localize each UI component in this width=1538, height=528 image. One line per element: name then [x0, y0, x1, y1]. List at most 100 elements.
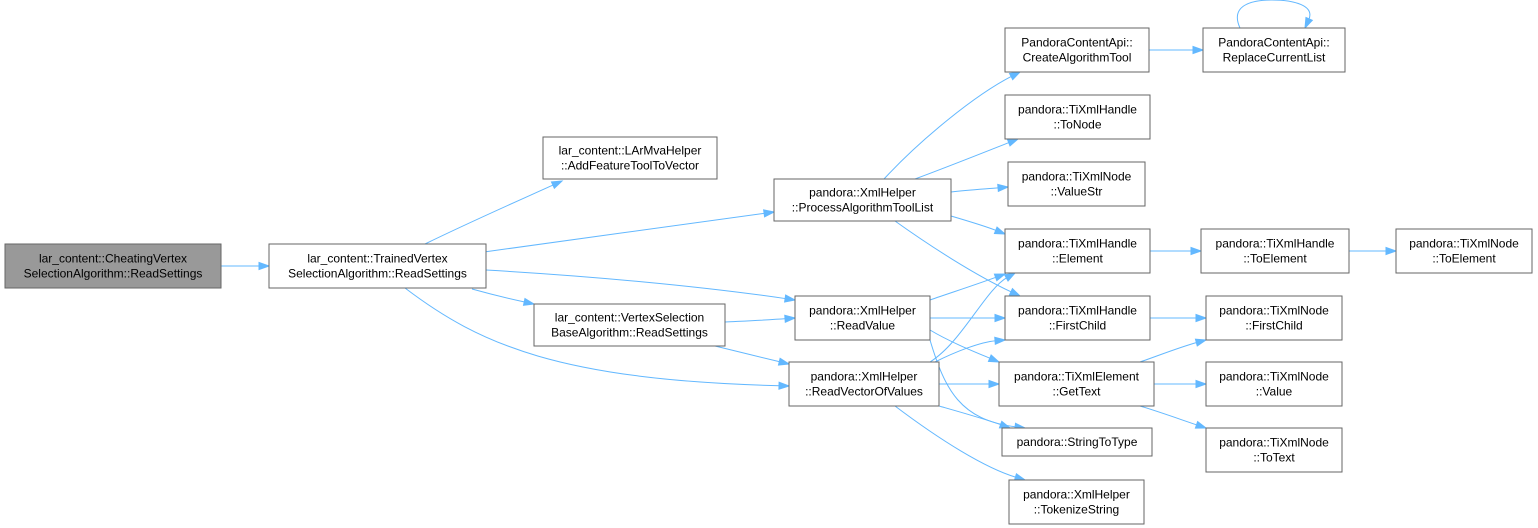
edge-n12-to-n20: [1139, 405, 1208, 429]
edge-n0-to-n1: [221, 261, 271, 271]
node-box: [998, 361, 1155, 407]
edge-line: [1236, 0, 1311, 29]
edge-arrowhead: [550, 180, 564, 190]
edge-arrowhead: [1195, 313, 1208, 323]
edge-line: [950, 187, 1000, 193]
edge-line: [424, 184, 555, 245]
graph-node[interactable]: lar_content::TrainedVertexSelectionAlgor…: [268, 243, 487, 289]
node-label-line: pandora::XmlHelper: [809, 186, 916, 200]
node-box: [1205, 427, 1343, 473]
graph-node[interactable]: pandora::TiXmlNode::FirstChild: [1205, 295, 1343, 341]
graph-node[interactable]: lar_content::VertexSelectionBaseAlgorith…: [533, 303, 726, 347]
node-label-line: SelectionAlgorithm::ReadSettings: [288, 267, 467, 281]
edge-arrowhead: [994, 313, 1007, 323]
edge-n1-to-n4: [471, 288, 536, 306]
edge-line: [950, 215, 997, 232]
node-label-line: lar_content::VertexSelection: [555, 311, 704, 325]
edge-n6-to-n12: [938, 379, 1001, 389]
graph-node[interactable]: pandora::TiXmlNode::ToText: [1205, 427, 1343, 473]
node-label-line: ::ToElement: [1243, 252, 1307, 266]
node-label-line: pandora::TiXmlHandle: [1018, 237, 1137, 251]
graph-node[interactable]: pandora::XmlHelper::ProcessAlgorithmTool…: [773, 178, 952, 222]
edge-line: [483, 212, 766, 253]
graph-node[interactable]: pandora::TiXmlHandle::Element: [1004, 228, 1151, 274]
node-box: [268, 243, 487, 289]
node-box: [788, 361, 940, 407]
node-label-line: pandora::TiXmlNode: [1219, 304, 1329, 318]
node-label-line: pandora::XmlHelper: [1023, 488, 1130, 502]
edge-line: [894, 220, 1013, 293]
graph-node[interactable]: pandora::TiXmlHandle::FirstChild: [1004, 295, 1151, 341]
edge-n1-to-n5: [485, 269, 797, 303]
node-label-line: pandora::TiXmlNode: [1022, 170, 1132, 184]
edge-line: [724, 318, 787, 323]
node-box: [4, 243, 222, 289]
edge-line: [404, 287, 781, 387]
node-label-line: pandora::TiXmlHandle: [1216, 237, 1335, 251]
edge-arrowhead: [997, 183, 1010, 193]
edge-n12-to-n18: [1139, 338, 1208, 363]
edge-n4-to-n6: [714, 345, 791, 366]
edge-arrowhead: [994, 336, 1007, 346]
edge-arrowhead: [1195, 379, 1208, 389]
edge-line: [471, 288, 526, 303]
node-label-line: ::ToText: [1253, 451, 1295, 465]
node-label-line: pandora::XmlHelper: [811, 370, 918, 384]
graph-node[interactable]: pandora::TiXmlNode::ValueStr: [1007, 161, 1146, 207]
edge-arrowhead: [1006, 138, 1020, 147]
node-box: [1004, 94, 1151, 140]
edge-n3-to-n7: [883, 71, 1022, 180]
node-label-line: ::Value: [1256, 385, 1293, 399]
node-box: [1395, 228, 1533, 274]
node-label-line: ::FirstChild: [1245, 319, 1302, 333]
node-box: [1004, 228, 1151, 274]
graph-node[interactable]: pandora::XmlHelper::ReadValue: [794, 295, 931, 341]
edge-n1-to-n3: [483, 209, 776, 253]
node-label-line: pandora::XmlHelper: [809, 304, 916, 318]
node-label-line: pandora::TiXmlHandle: [1018, 304, 1137, 318]
graph-node[interactable]: pandora::StringToType: [1001, 427, 1153, 457]
edge-arrowhead: [1013, 472, 1027, 482]
edge-line: [894, 405, 1017, 478]
graph-node[interactable]: PandoraContentApi::CreateAlgorithmTool: [1004, 27, 1150, 73]
edge-arrowhead: [1008, 287, 1022, 297]
edge-line: [929, 277, 1008, 363]
node-label-line: ::ReadValue: [830, 319, 895, 333]
graph-node[interactable]: pandora::TiXmlNode::Value: [1205, 361, 1343, 407]
edge-arrowhead: [1008, 71, 1022, 81]
graph-node[interactable]: pandora::XmlHelper::ReadVectorOfValues: [788, 361, 940, 407]
edge-n5-to-n11: [930, 313, 1007, 323]
edge-line: [714, 345, 781, 363]
node-label-line: ::FirstChild: [1049, 319, 1106, 333]
graph-node[interactable]: pandora::TiXmlNode::ToElement: [1395, 228, 1533, 274]
edge-arrowhead: [778, 381, 791, 390]
edge-arrowhead: [258, 261, 271, 271]
graph-node[interactable]: pandora::XmlHelper::TokenizeString: [1008, 479, 1145, 525]
node-box: [1202, 27, 1346, 73]
graph-node-root: lar_content::CheatingVertexSelectionAlgo…: [4, 243, 222, 289]
node-box: [1008, 479, 1145, 525]
node-label-line: pandora::TiXmlNode: [1219, 370, 1329, 384]
edge-arrowhead: [1194, 420, 1208, 429]
edge-n3-to-n11: [894, 220, 1022, 297]
node-label-line: ::Element: [1052, 252, 1103, 266]
graph-node[interactable]: pandora::TiXmlHandle::ToNode: [1004, 94, 1151, 140]
graph-node[interactable]: lar_content::LArMvaHelper::AddFeatureToo…: [542, 136, 718, 180]
graph-node[interactable]: pandora::TiXmlHandle::ToElement: [1200, 228, 1350, 274]
edge-n3-to-n9: [950, 183, 1010, 193]
edge-line: [1139, 405, 1198, 426]
edge-n6-to-n13: [938, 405, 1012, 429]
node-label-line: pandora::TiXmlElement: [1014, 370, 1140, 384]
node-label-line: ::GetText: [1052, 385, 1101, 399]
node-box: [794, 295, 931, 341]
edge-n4-to-n5: [724, 314, 797, 323]
edge-n16-to-n17: [1349, 246, 1398, 256]
node-label-line: pandora::TiXmlNode: [1219, 436, 1329, 450]
graph-node[interactable]: pandora::TiXmlElement::GetText: [998, 361, 1155, 407]
edge-arrowhead: [1190, 246, 1203, 256]
node-label-line: pandora::StringToType: [1017, 435, 1138, 449]
graph-node[interactable]: PandoraContentApi::ReplaceCurrentList: [1202, 27, 1346, 73]
node-label-line: ::ProcessAlgorithmToolList: [792, 201, 934, 215]
node-box: [1004, 27, 1150, 73]
